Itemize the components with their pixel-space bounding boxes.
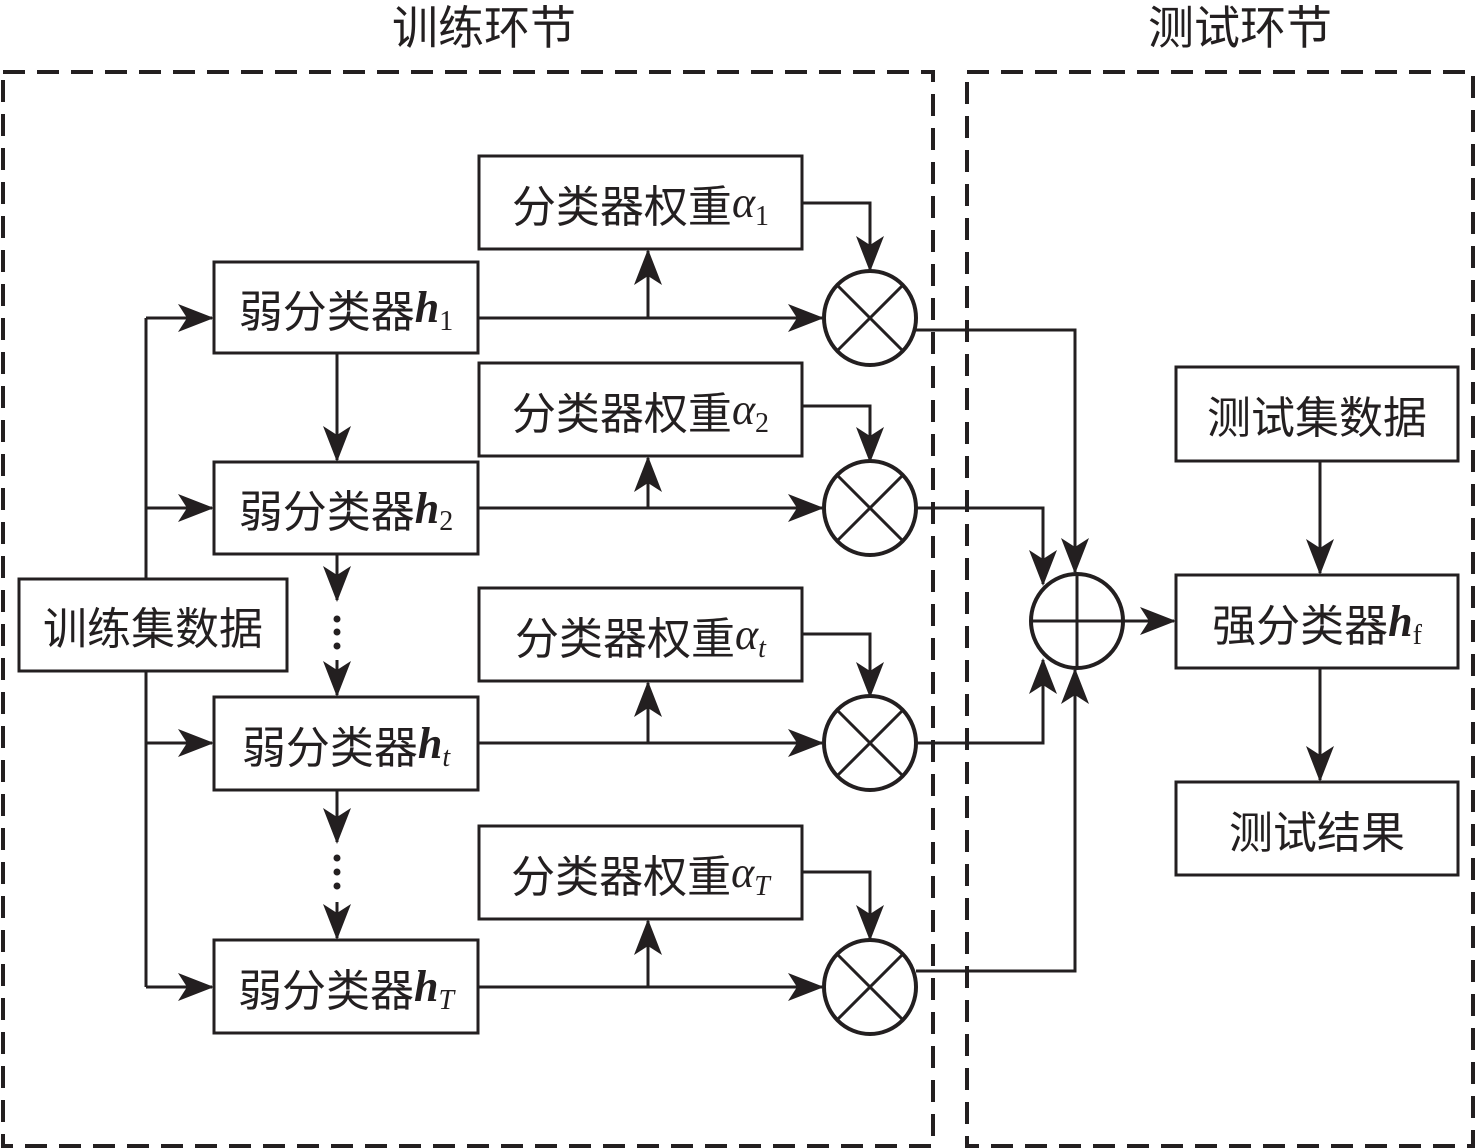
weak-classifier-subscript: t bbox=[442, 741, 451, 773]
training-data-box bbox=[17, 577, 289, 673]
multiply-node-T bbox=[822, 938, 918, 1036]
strong-classifier-symbol: h bbox=[1388, 597, 1413, 646]
training-section-frame bbox=[1, 70, 935, 1148]
weak-classifier-box-1 bbox=[212, 260, 480, 355]
weak-classifier-symbol: h bbox=[414, 483, 440, 533]
strong-classifier-box bbox=[1174, 573, 1460, 670]
multiply-node-2 bbox=[822, 459, 918, 557]
weak-classifier-prefix: 弱分类器 bbox=[241, 722, 418, 774]
weak-classifier-prefix: 弱分类器 bbox=[238, 487, 415, 538]
ellipsis-dots-2 bbox=[333, 854, 341, 890]
sum-node bbox=[1029, 572, 1125, 670]
arrow-mult1-to-sum bbox=[916, 328, 1089, 574]
strong-classifier-prefix: 强分类器 bbox=[1212, 600, 1389, 652]
testing-section-title: 测试环节 bbox=[1148, 1, 1332, 55]
training-section-title: 训练环节 bbox=[392, 1, 576, 55]
test-data-label: 测试集数据 bbox=[1207, 393, 1427, 444]
multiply-node-t bbox=[822, 694, 918, 792]
ellipsis-dots-1 bbox=[333, 615, 341, 650]
arrow-weight2-to-mult bbox=[802, 404, 884, 463]
weak-classifier-symbol: h bbox=[417, 719, 443, 768]
weight-subscript: t bbox=[758, 632, 766, 664]
weight-prefix: 分类器权重 bbox=[515, 613, 736, 665]
weak-classifier-prefix: 弱分类器 bbox=[238, 286, 415, 338]
arrow-mult2-to-sum bbox=[916, 506, 1057, 586]
multiply-node-1 bbox=[822, 269, 918, 367]
weak-classifier-subscript: T bbox=[438, 984, 455, 1016]
weight-subscript: T bbox=[754, 870, 770, 902]
weight-symbol: α bbox=[731, 178, 756, 227]
weak-classifier-symbol: h bbox=[414, 283, 440, 332]
test-result-box bbox=[1174, 780, 1460, 877]
weight-symbol: α bbox=[731, 848, 755, 897]
weight-prefix: 分类器权重 bbox=[511, 851, 732, 903]
weight-symbol: α bbox=[731, 385, 756, 434]
weight-symbol: α bbox=[735, 610, 759, 659]
test-data-box bbox=[1174, 365, 1460, 463]
arrow-multt-to-sum bbox=[916, 658, 1057, 745]
strong-classifier-subscript: f bbox=[1412, 619, 1422, 651]
weak-classifier-symbol: h bbox=[413, 962, 439, 1011]
weak-classifier-subscript: 1 bbox=[439, 305, 454, 337]
weak-classifier-prefix: 弱分类器 bbox=[237, 965, 414, 1017]
weight-subscript: 2 bbox=[755, 407, 770, 439]
weight-prefix: 分类器权重 bbox=[511, 388, 732, 440]
arrow-weight1-to-mult bbox=[802, 201, 884, 272]
weak-classifier-subscript: 2 bbox=[439, 506, 454, 537]
arrow-weightT-to-mult bbox=[802, 870, 884, 941]
weight-subscript: 1 bbox=[755, 200, 770, 232]
arrow-multT-to-sum bbox=[916, 668, 1089, 973]
test-result-label: 测试结果 bbox=[1229, 807, 1405, 859]
testing-section-frame bbox=[965, 70, 1475, 1148]
arrow-weightt-to-mult bbox=[802, 632, 884, 698]
training-data-label: 训练集数据 bbox=[43, 604, 263, 655]
weight-prefix: 分类器权重 bbox=[511, 181, 732, 233]
